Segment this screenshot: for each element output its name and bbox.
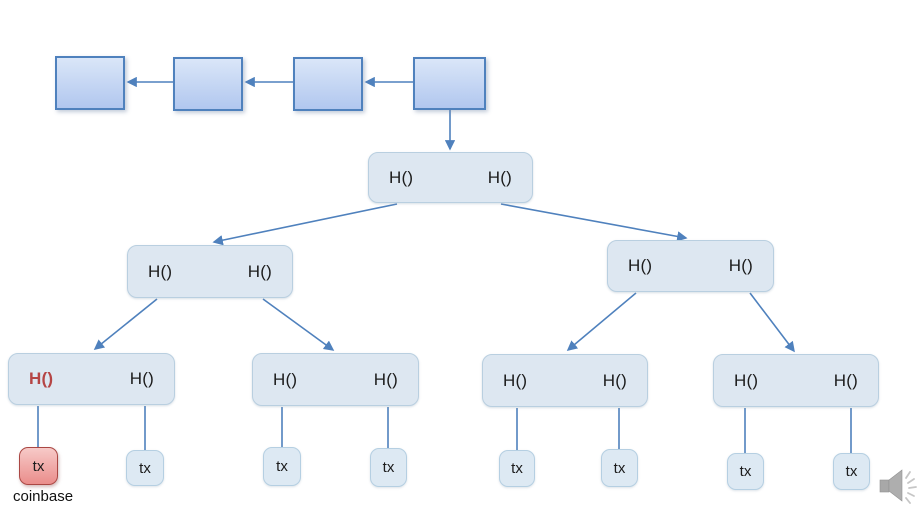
tx-box-coinbase: tx [19, 447, 58, 485]
tx-box: tx [126, 450, 164, 486]
merkle-leaf-node-2: H() H() [252, 353, 419, 406]
tx-label: tx [382, 459, 395, 476]
blockchain-block-1 [55, 56, 125, 110]
hash-label: H() [602, 370, 627, 390]
tree-edge-arrow [500, 203, 688, 242]
tx-box: tx [499, 450, 535, 487]
tree-edge-arrow [749, 292, 795, 353]
merkle-internal-node-left: H() H() [127, 245, 293, 298]
tx-box: tx [370, 448, 407, 487]
tree-edge-arrow [566, 292, 637, 352]
blockchain-block-4 [413, 57, 486, 110]
tx-label: tx [32, 457, 45, 475]
hash-label: H() [148, 261, 173, 281]
hash-label: H() [273, 369, 298, 389]
blockchain-block-2 [173, 57, 243, 111]
tx-label: tx [511, 460, 523, 477]
tree-edge-arrow [93, 298, 158, 350]
hash-label: H() [247, 261, 272, 281]
tree-edge-arrow [212, 203, 398, 246]
hash-label: H() [129, 369, 154, 388]
merkle-leaf-node-3: H() H() [482, 354, 648, 407]
speaker-icon[interactable] [879, 468, 919, 504]
tx-box: tx [727, 453, 764, 490]
hash-label: H() [833, 370, 858, 390]
blockchain-block-3 [293, 57, 363, 111]
merkle-internal-node-right: H() H() [607, 240, 774, 292]
merkle-root-node: H() H() [368, 152, 533, 203]
coinbase-caption: coinbase [13, 488, 74, 505]
hash-label: H() [628, 256, 653, 275]
hash-label: H() [389, 167, 414, 187]
tx-label: tx [613, 459, 626, 477]
hash-label: H() [728, 256, 753, 275]
merkle-leaf-node-4: H() H() [713, 354, 879, 407]
hash-label: H() [373, 369, 398, 389]
hash-label: H() [487, 167, 512, 187]
merkle-leaf-node-1: H() H() [8, 353, 175, 405]
hash-label: H() [503, 370, 528, 390]
tx-label: tx [139, 459, 151, 477]
hash-label-highlighted: H() [29, 369, 54, 388]
tx-box: tx [601, 449, 638, 487]
tx-box: tx [263, 447, 301, 486]
tx-label: tx [845, 463, 858, 480]
hash-label: H() [734, 370, 759, 390]
tx-box: tx [833, 453, 870, 490]
tx-label: tx [739, 463, 752, 480]
tx-label: tx [276, 458, 288, 475]
tree-edge-arrow [262, 298, 335, 351]
